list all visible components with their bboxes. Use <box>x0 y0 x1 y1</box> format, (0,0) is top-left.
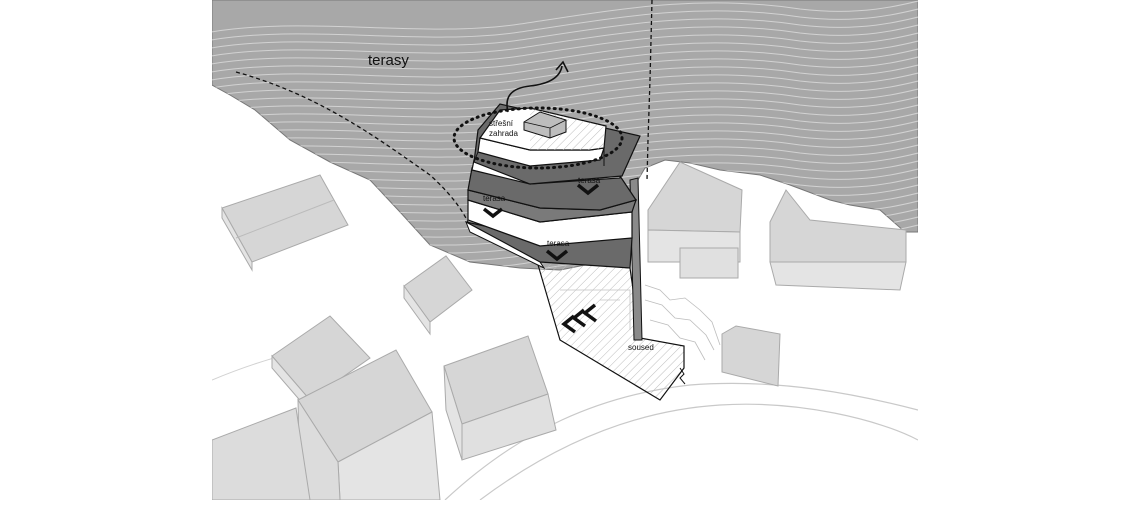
chevron-down-icon <box>545 249 569 262</box>
contour-line <box>212 5 918 43</box>
site-boundary-dashed-left <box>235 71 469 223</box>
neighbour-house-1 <box>221 174 349 272</box>
neighbour-house-2 <box>403 255 473 336</box>
contour-line <box>212 61 918 99</box>
neighbour-house-9 <box>721 325 781 387</box>
chevron-down-icon <box>482 207 504 219</box>
neighbour-plot <box>535 257 685 401</box>
label-terrace-upper: terasa <box>578 176 601 185</box>
neighbour-house-4 <box>297 349 441 500</box>
roof-structure <box>523 111 567 139</box>
contour-line <box>212 85 918 123</box>
label-neighbour: soused <box>628 343 654 352</box>
contour-line <box>212 69 918 107</box>
retaining-wall <box>629 177 643 341</box>
contour-line <box>212 29 918 67</box>
contour-line <box>212 109 918 147</box>
label-roof-garden-line2: zahrada <box>489 129 518 138</box>
terraced-building <box>465 103 641 270</box>
slope-lines-right <box>644 284 721 361</box>
neighbour-house-5 <box>212 407 311 500</box>
contour-line <box>212 21 918 59</box>
contour-line <box>212 45 918 83</box>
contour-line <box>212 93 918 131</box>
contour-line <box>212 101 918 139</box>
neighbour-house-8 <box>769 189 907 291</box>
chevron-left-icon <box>561 303 598 334</box>
contour-line <box>212 0 918 35</box>
label-terrace-left: terasa <box>483 194 506 203</box>
label-roof-garden-line1: střešní <box>489 119 514 128</box>
contour-line <box>212 13 918 51</box>
neighbour-house-7 <box>647 161 743 279</box>
label-terraces-area: terasy <box>368 52 409 69</box>
contour-line <box>212 37 918 75</box>
curved-arrow-icon <box>506 60 569 113</box>
chevron-down-icon <box>576 183 600 196</box>
label-terrace-lower: terasa <box>547 239 570 248</box>
contour-line <box>212 77 918 115</box>
neighbour-house-6 <box>443 335 557 461</box>
contour-line <box>212 53 918 91</box>
break-mark <box>679 367 686 385</box>
roof-garden-highlight-ellipse <box>452 106 624 170</box>
